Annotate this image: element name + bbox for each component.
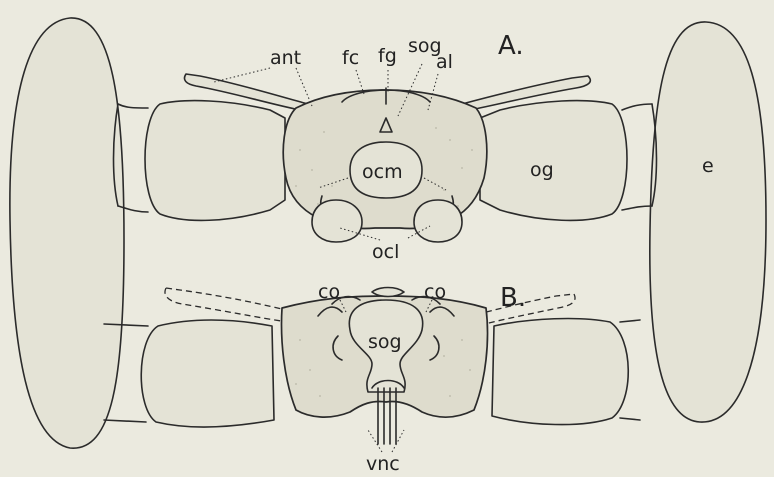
label-fc: fc — [342, 47, 359, 69]
label-co-left: co — [318, 281, 340, 303]
right-lateral-ocellus — [414, 200, 462, 242]
label-vnc: vnc — [366, 453, 400, 475]
label-ocm: ocm — [362, 161, 403, 183]
label-sog-b: sog — [368, 331, 402, 353]
label-ocl: ocl — [372, 241, 399, 263]
panel-label-a: A. — [498, 31, 524, 61]
left-optic-ganglion-b — [141, 320, 274, 427]
label-al: al — [436, 51, 453, 73]
right-optic-stalk — [622, 104, 652, 110]
leader-vnc-right — [392, 430, 404, 452]
leader-vnc-left — [368, 430, 382, 452]
label-fg: fg — [378, 45, 397, 67]
leader-ant-left — [214, 68, 270, 82]
left-antenna-dashed — [165, 288, 294, 322]
right-optic-ganglion-b — [492, 319, 628, 425]
frontal-ganglion-b — [372, 288, 404, 297]
right-optic-stalk-lower — [622, 206, 652, 210]
label-co-right: co — [424, 281, 446, 303]
left-optic-ganglion-a — [145, 101, 285, 221]
label-e: e — [702, 155, 714, 177]
left-compound-eye — [10, 18, 124, 448]
label-og: og — [530, 159, 554, 181]
leader-ant-right — [296, 68, 312, 106]
right-compound-eye — [650, 22, 766, 422]
panel-label-b: B. — [500, 283, 526, 313]
label-ant: ant — [270, 47, 301, 69]
left-lateral-ocellus — [312, 200, 362, 242]
left-optic-stalk — [118, 104, 148, 108]
